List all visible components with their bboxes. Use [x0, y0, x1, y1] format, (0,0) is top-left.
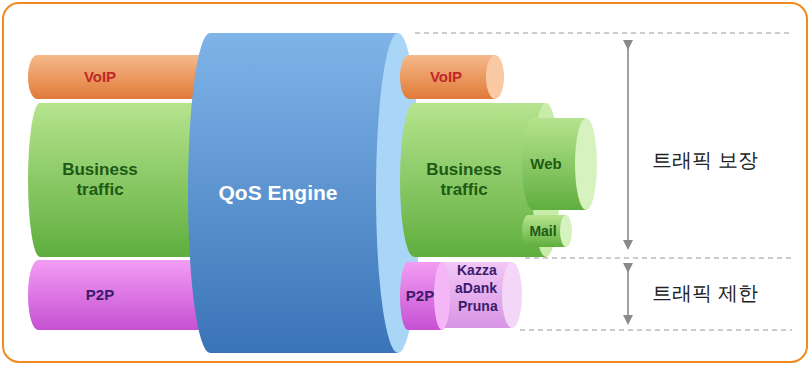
pipe-node: P2P	[28, 260, 208, 330]
pipe-node: P2P	[400, 262, 450, 330]
range-arrows	[627, 45, 629, 320]
app-name: Pruna	[458, 298, 498, 314]
pipe-node: QoS Engine	[188, 33, 420, 353]
pipe-node: Mail	[522, 215, 572, 247]
cylinder-shape	[28, 55, 208, 99]
app-name: Kazza	[457, 262, 497, 278]
cylinder-shape	[28, 260, 208, 330]
pipe-label: QoS Engine	[203, 181, 353, 205]
pipe-label: VoIP	[55, 68, 145, 85]
pipe-label: VoIP	[411, 68, 481, 85]
pipe-node: VoIP	[400, 55, 504, 99]
frame	[3, 3, 807, 362]
pipe-node: Web	[522, 118, 597, 210]
pipe-label: Business traffic	[45, 160, 155, 199]
pipe-node: VoIP	[28, 55, 208, 99]
pipe-node: Business traffic	[28, 103, 208, 257]
pipe-label: Mail	[523, 223, 563, 239]
pipe-label: Business traffic	[412, 160, 517, 199]
pipe-label: P2P	[400, 287, 440, 304]
pipe-label: Web	[524, 155, 569, 172]
range-label: 트래픽 보장	[652, 147, 758, 174]
pipe-label: P2P	[55, 286, 145, 303]
app-name: aDank	[455, 280, 497, 296]
range-label: 트래픽 제한	[652, 280, 758, 307]
